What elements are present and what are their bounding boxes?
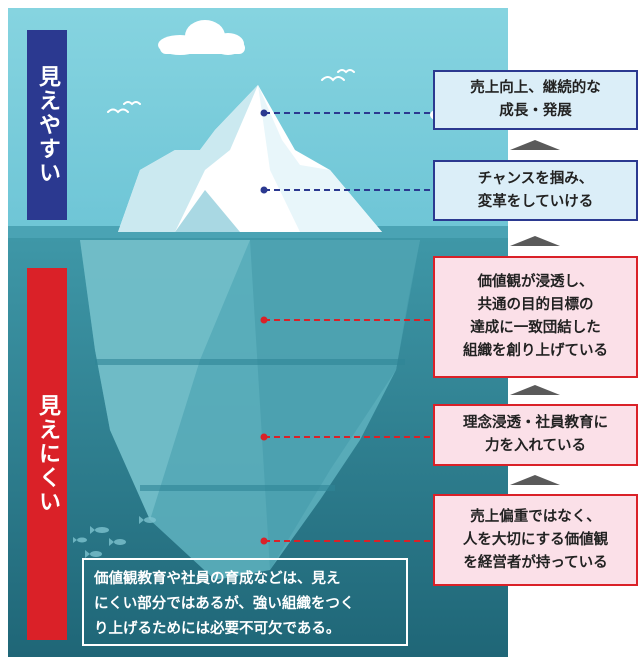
up-arrow-icon	[510, 140, 560, 150]
note-line: にくい部分ではあるが、強い組織をつく	[94, 596, 355, 612]
outcome-box-growth: 売上向上、継続的な 成長・発展	[433, 70, 638, 130]
note-line: 価値観教育や社員の育成などは、見え	[94, 571, 341, 587]
connector-dot	[260, 537, 268, 545]
box-line: 共通の目的目標の	[477, 297, 594, 313]
visible-label: 見えやすい	[27, 30, 67, 220]
note-box: 価値観教育や社員の育成などは、見え にくい部分ではあるが、強い組織をつく り上げ…	[82, 558, 408, 646]
foundation-box-education: 理念浸透・社員教育に 力を入れている	[433, 404, 638, 466]
box-line: 価値観が浸透し、	[477, 274, 594, 290]
box-line: 力を入れている	[484, 438, 587, 454]
foundation-box-management: 売上偏重ではなく、 人を大切にする価値観 を経営者が持っている	[433, 494, 638, 586]
fish-icon	[73, 516, 156, 558]
connector-dot	[260, 433, 268, 441]
connector-dot	[260, 109, 268, 117]
iceberg-tip	[118, 85, 382, 232]
up-arrow-icon	[510, 475, 560, 485]
box-line: 組織を創り上げている	[463, 343, 608, 359]
box-line: を経営者が持っている	[463, 554, 608, 571]
cloud-icon	[158, 20, 245, 55]
connector-dots	[260, 109, 268, 545]
box-line: 変革をしていける	[477, 193, 594, 210]
box-line: 成長・発展	[499, 103, 572, 119]
iceberg-underwater	[80, 240, 420, 580]
box-line: 理念浸透・社員教育に	[463, 415, 608, 431]
box-line: 人を大切にする価値観	[462, 531, 609, 548]
up-arrow-icon	[510, 236, 560, 246]
connector-lines	[264, 112, 433, 542]
outcome-box-change: チャンスを掴み、 変革をしていける	[433, 160, 638, 221]
box-line: チャンスを掴み、	[477, 170, 594, 187]
up-arrows	[510, 140, 560, 485]
box-line: 売上偏重ではなく、	[470, 508, 601, 525]
bird-icon	[107, 69, 355, 114]
up-arrow-icon	[510, 385, 560, 395]
connector-dot	[260, 186, 268, 194]
connector-dot	[260, 316, 268, 324]
foundation-box-values: 価値観が浸透し、 共通の目的目標の 達成に一致団結した 組織を創り上げている	[433, 256, 638, 378]
note-line: り上げるためには必要不可欠である。	[94, 621, 341, 637]
box-line: 達成に一致団結した	[470, 320, 601, 336]
hidden-label: 見えにくい	[27, 268, 67, 640]
box-line: 売上向上、継続的な	[470, 80, 601, 96]
